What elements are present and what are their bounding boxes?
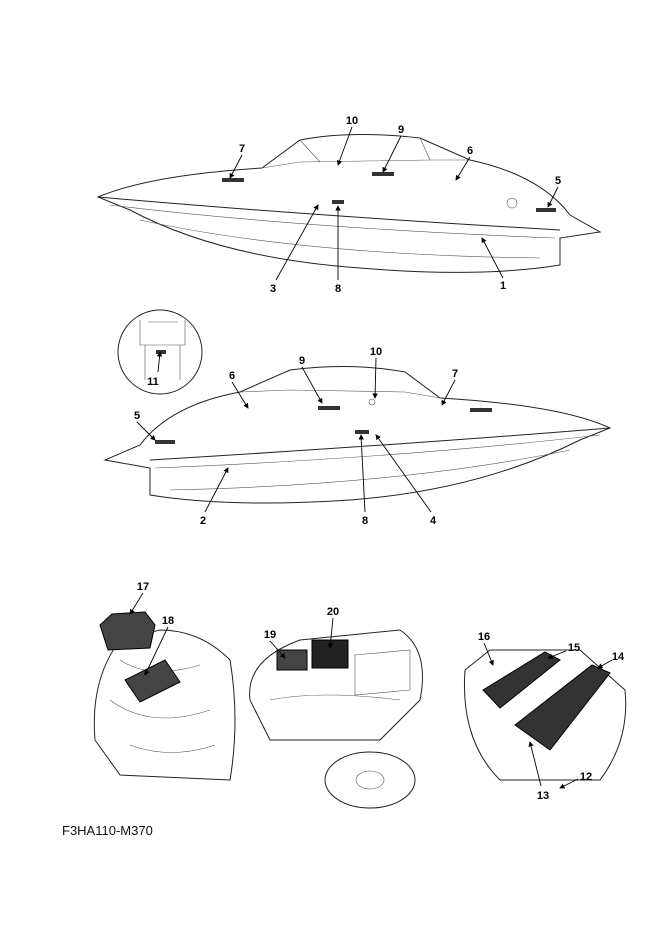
callout-label: 19 [264,629,276,641]
callout-label: 13 [537,790,549,802]
callout-label: 8 [335,283,341,295]
callout-label: 7 [452,368,458,380]
callout-label: 18 [162,615,174,627]
callout-label: 1 [500,280,506,292]
callout-label: 11 [147,376,159,388]
callout-label: 7 [239,143,245,155]
stern-mat-detail [324,649,627,809]
callout-label: 16 [478,631,490,643]
callout-label: 2 [200,515,206,527]
callout-label: 12 [580,771,592,783]
callout-label: 6 [229,370,235,382]
callouts-details: 17 18 20 19 16 15 14 12 13 [129,581,625,802]
callout-label: 15 [568,642,580,654]
callout-label: 3 [270,283,276,295]
diagram-code: F3HA110-M370 [62,823,153,838]
callout-label: 4 [430,515,437,527]
callout-label: 5 [134,410,140,422]
callout-label: 8 [362,515,368,527]
callout-label: 14 [612,651,625,663]
bow-mat-detail [93,611,236,781]
callout-label: 9 [299,355,305,367]
callout-label: 10 [346,115,358,127]
boat-port-view [103,365,612,504]
callout-label: 6 [467,145,473,157]
callout-label: 20 [327,606,339,618]
dash-mat-detail [249,629,423,741]
boat-starboard-view [96,133,602,273]
callout-label: 10 [370,346,382,358]
callout-label: 17 [137,581,149,593]
callouts-starboard: 10 9 7 6 5 3 8 1 [229,115,561,295]
callout-label: 5 [555,175,561,187]
callouts-port: 11 6 9 10 7 5 2 8 4 [134,346,458,527]
callout-label: 9 [398,124,404,136]
